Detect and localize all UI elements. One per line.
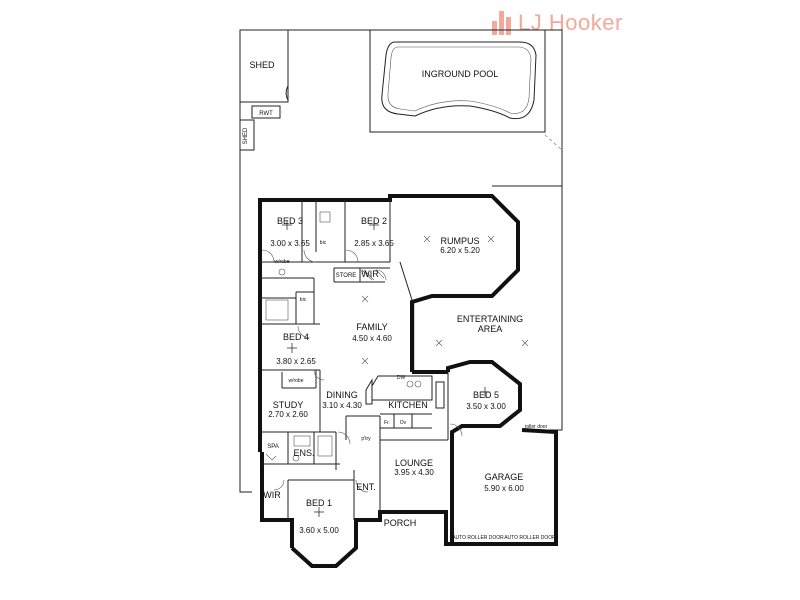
wrobe2-label: w/robe [288, 378, 303, 384]
ov-label: Ov [400, 420, 407, 426]
study-size: 2.70 x 2.60 [268, 410, 308, 419]
bed5-name: BED 5 [473, 390, 499, 400]
porch-label: PORCH [384, 518, 417, 528]
inground-pool-inner [387, 46, 532, 114]
entertaining-line1: ENTERTAINING [457, 314, 523, 324]
pool-label: INGROUND POOL [422, 69, 499, 79]
bed2-size: 2.85 x 3.65 [354, 239, 394, 248]
bic2-label: bic [300, 297, 307, 303]
shed-top-door [285, 85, 289, 101]
spa-label: SPA [267, 444, 279, 450]
ceiling-fans [282, 220, 490, 517]
bed3-name: BED 3 [277, 216, 303, 226]
door-swings [261, 249, 463, 493]
house-walls [258, 194, 558, 568]
lounge-size: 3.95 x 4.30 [394, 468, 434, 477]
store-label: STORE [336, 273, 357, 279]
pool-fence [369, 30, 546, 133]
rwt-label: RWT [259, 111, 273, 117]
light-fixtures [361, 235, 529, 365]
rumpus-size: 6.20 x 5.20 [440, 246, 480, 255]
kitchen-label: KITCHEN [388, 400, 428, 410]
shed-top-label: SHED [249, 60, 275, 70]
wir-top-label: WIR [361, 269, 379, 279]
lounge-name: LOUNGE [395, 458, 433, 468]
bed3-size: 3.00 x 3.65 [270, 239, 310, 248]
spa-fixture [265, 211, 333, 462]
entertaining-area-outline [492, 185, 563, 431]
brand-name: LJ Hooker [518, 10, 623, 35]
bed4-name: BED 4 [283, 332, 309, 342]
shed-side-label: SHED [243, 127, 249, 144]
store-hatch [361, 269, 385, 281]
bed1-size: 3.60 x 5.00 [299, 526, 339, 535]
wir-bottom-label: WIR [263, 490, 281, 500]
auto-roller-door-2: AUTO ROLLER DOOR [504, 535, 556, 541]
ens-label: ENS. [293, 448, 314, 458]
bed1-name: BED 1 [306, 498, 332, 508]
ptry-label: p'try [361, 436, 371, 442]
bic1-label: bic [320, 240, 327, 246]
interior-walls [260, 200, 449, 520]
wrobe1-label: w/robe [274, 259, 289, 265]
room-labels: SHED RWT SHED INGROUND POOL BED 3 3.00 x… [243, 60, 556, 541]
entertaining-line2: AREA [478, 324, 503, 334]
family-size: 4.50 x 4.60 [352, 334, 392, 343]
auto-roller-door-1: AUTO ROLLER DOOR [452, 535, 504, 541]
family-name: FAMILY [356, 322, 387, 332]
shed-top [239, 29, 289, 103]
bed2-name: BED 2 [361, 216, 387, 226]
rumpus-name: RUMPUS [440, 236, 479, 246]
shed-side [239, 119, 255, 151]
site-boundary-dashed [544, 134, 563, 151]
bed5-size: 3.50 x 3.00 [466, 402, 506, 411]
bed4-size: 3.80 x 2.65 [276, 357, 316, 366]
brand-logo: LJ Hooker [492, 10, 623, 36]
brand-logo-icon [492, 11, 512, 35]
study-name: STUDY [273, 400, 304, 410]
roller-door-label: roller door [525, 424, 548, 430]
kitchen-counters [365, 375, 445, 409]
garage-size: 5.90 x 6.00 [484, 484, 524, 493]
inground-pool [381, 41, 537, 120]
dining-size: 3.10 x 4.30 [322, 401, 362, 410]
ent-label: ENT. [356, 482, 376, 492]
rwt-box [251, 105, 281, 119]
dw-label: DW [397, 375, 406, 381]
fr-label: Fr. [384, 420, 390, 426]
dining-name: DINING [326, 390, 358, 400]
garage-name: GARAGE [485, 472, 524, 482]
